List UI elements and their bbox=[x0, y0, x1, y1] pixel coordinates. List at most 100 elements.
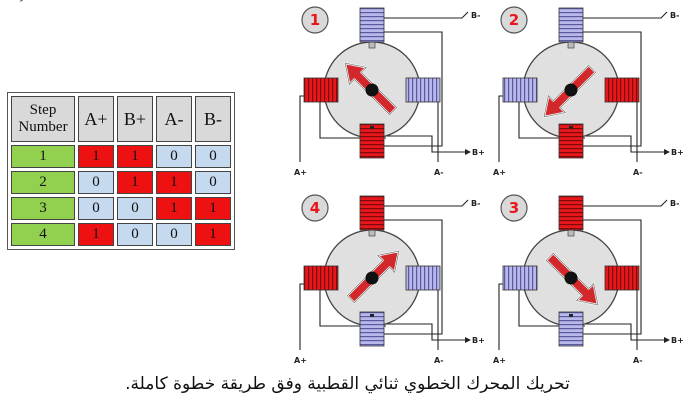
step-number-cell: 3 bbox=[11, 197, 75, 220]
wire-b-minus bbox=[384, 199, 469, 207]
label-a-minus: A- bbox=[633, 356, 643, 365]
label-a-minus: A- bbox=[633, 168, 643, 177]
step-badge bbox=[301, 6, 329, 34]
wire-b-plus bbox=[384, 323, 468, 341]
label-a-minus: A- bbox=[434, 168, 444, 177]
coil-bottom bbox=[558, 123, 584, 159]
label-b-minus: B- bbox=[471, 11, 480, 20]
pole-top bbox=[368, 229, 376, 237]
step-number-cell: 4 bbox=[11, 223, 75, 246]
rotor-hub bbox=[564, 83, 578, 97]
rotor-arrow-outline bbox=[543, 64, 597, 118]
coil-top bbox=[558, 195, 584, 231]
label-b-plus: B+ bbox=[671, 336, 684, 345]
label-b-plus: B+ bbox=[472, 148, 485, 157]
label-b-plus: B+ bbox=[472, 336, 485, 345]
wire-b-plus bbox=[583, 135, 667, 153]
rotor-arrow-outline bbox=[344, 62, 398, 116]
wire-b-plus bbox=[583, 323, 667, 341]
coil-right bbox=[405, 265, 441, 291]
step-badge bbox=[500, 6, 528, 34]
coil-state-cell: 0 bbox=[156, 145, 192, 168]
coil-top bbox=[359, 195, 385, 231]
motor-diagram-step-3: 3 B- B+ A+ A- bbox=[493, 194, 684, 365]
step-badge bbox=[500, 194, 528, 222]
coil-bottom bbox=[558, 311, 584, 347]
wire-b-plus bbox=[384, 135, 468, 153]
coil-state-cell: 0 bbox=[78, 197, 114, 220]
stator-marker bbox=[370, 314, 374, 317]
wire-b-minus bbox=[583, 199, 668, 207]
wire-b-plus-terminal bbox=[664, 337, 670, 343]
coil-state-cell: 1 bbox=[195, 197, 231, 220]
stator-marker bbox=[370, 126, 374, 129]
header-a-minus: A- bbox=[156, 96, 192, 142]
step-badge-number: 1 bbox=[310, 11, 320, 29]
wire-b-plus-terminal bbox=[664, 149, 670, 155]
wire-b-plus-terminal bbox=[465, 149, 471, 155]
label-b-minus: B- bbox=[471, 199, 480, 208]
wire-b-minus bbox=[583, 11, 668, 19]
coil-bottom bbox=[359, 311, 385, 347]
rotor-arrow-outline bbox=[346, 250, 400, 304]
wire-b-plus-terminal bbox=[465, 337, 471, 343]
rotor-hub bbox=[564, 271, 578, 285]
rotor-hub bbox=[365, 83, 379, 97]
coil-right bbox=[604, 265, 640, 291]
wire-b-series bbox=[384, 31, 443, 147]
coil-state-cell: 0 bbox=[117, 197, 153, 220]
coil-state-cell: 1 bbox=[156, 197, 192, 220]
label-a-plus: A+ bbox=[493, 356, 506, 365]
label-a-plus: A+ bbox=[294, 168, 307, 177]
header-step-line2: Number bbox=[18, 119, 68, 135]
pole-top bbox=[567, 229, 575, 237]
coil-left bbox=[502, 265, 538, 291]
coil-top bbox=[359, 7, 385, 43]
step-badge-number: 3 bbox=[509, 199, 519, 217]
coil-left bbox=[303, 77, 339, 103]
header-b-plus: B+ bbox=[117, 96, 153, 142]
label-a-minus: A- bbox=[434, 356, 444, 365]
step-badge bbox=[301, 194, 329, 222]
header-a-plus: A+ bbox=[78, 96, 114, 142]
header-step-number: Step Number bbox=[11, 96, 75, 142]
step-badge-number: 2 bbox=[509, 11, 519, 29]
wire-b-series bbox=[384, 219, 443, 335]
coil-state-cell: 1 bbox=[117, 171, 153, 194]
coil-state-cell: 1 bbox=[195, 223, 231, 246]
coil-state-cell: 0 bbox=[156, 223, 192, 246]
rotor-hub bbox=[365, 271, 379, 285]
motor-diagram-step-1: 1 B- B+ A+ A- bbox=[294, 6, 485, 177]
pole-top bbox=[567, 41, 575, 49]
coil-state-cell: 1 bbox=[117, 145, 153, 168]
coil-state-cell: 1 bbox=[78, 223, 114, 246]
rotor-arrow-outline bbox=[545, 252, 599, 306]
coil-top bbox=[558, 7, 584, 43]
coil-state-cell: 1 bbox=[156, 171, 192, 194]
label-b-minus: B- bbox=[670, 11, 679, 20]
coil-state-cell: 0 bbox=[78, 171, 114, 194]
stator-marker bbox=[569, 314, 573, 317]
header-step-line1: Step bbox=[29, 102, 57, 118]
coil-state-cell: 1 bbox=[78, 145, 114, 168]
wire-a-plus bbox=[299, 283, 306, 350]
coil-state-cell: 0 bbox=[117, 223, 153, 246]
label-b-minus: B- bbox=[670, 199, 679, 208]
coil-left bbox=[502, 77, 538, 103]
coil-state-cell: 0 bbox=[195, 171, 231, 194]
step-number-cell: 1 bbox=[11, 145, 75, 168]
coil-right bbox=[604, 77, 640, 103]
wire-a-plus bbox=[498, 95, 505, 162]
header-b-minus: B- bbox=[195, 96, 231, 142]
wire-b-minus bbox=[384, 11, 469, 19]
step-badge-number: 4 bbox=[310, 199, 320, 217]
coil-left bbox=[303, 265, 339, 291]
wire-b-series bbox=[583, 219, 642, 335]
